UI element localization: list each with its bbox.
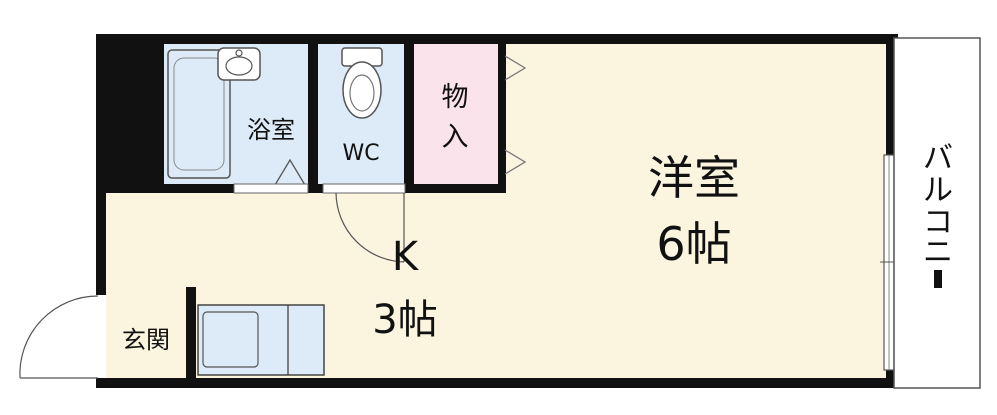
bathtub-inner — [173, 57, 225, 171]
storage-door-bottom — [504, 149, 527, 175]
western-room-size: 6帖 — [656, 217, 731, 271]
storage-label-top: 物 — [442, 82, 469, 113]
balcony-label-5 — [934, 270, 942, 288]
kitchen-size: 3帖 — [372, 297, 437, 343]
wc-door-swing — [335, 192, 405, 263]
kitchen-sink — [202, 311, 259, 368]
balcony-label-1: バ — [923, 141, 953, 176]
toilet-bowl — [342, 61, 382, 119]
balcony-label-4: ニ — [923, 235, 953, 270]
wc-label: WC — [342, 141, 379, 166]
bath-door-opening — [233, 183, 309, 194]
floor-entrance — [106, 295, 190, 378]
balcony — [893, 37, 981, 389]
wc-door-opening — [322, 183, 406, 194]
bathtub — [167, 49, 231, 179]
western-room-name: 洋室 — [648, 151, 740, 205]
bath-label: 浴室 — [247, 116, 295, 144]
front-door-opening — [96, 295, 106, 378]
floor-western-room — [506, 44, 886, 378]
bath-door — [271, 158, 309, 191]
balcony-label-2: ル — [923, 173, 953, 208]
balcony-label-3: コ — [923, 205, 953, 240]
entrance-label: 玄関 — [122, 326, 170, 354]
storage-door-top — [504, 55, 527, 81]
kitchen-name: K — [392, 234, 420, 280]
toilet-seat — [349, 74, 375, 112]
faucet — [235, 49, 243, 57]
floor-storage — [414, 44, 498, 184]
washbasin-bowl — [225, 56, 253, 76]
kitchen-counter — [197, 304, 325, 376]
front-door-swing — [19, 295, 99, 379]
storage-label-bottom: 入 — [442, 122, 469, 153]
entrance-wall — [186, 287, 196, 378]
